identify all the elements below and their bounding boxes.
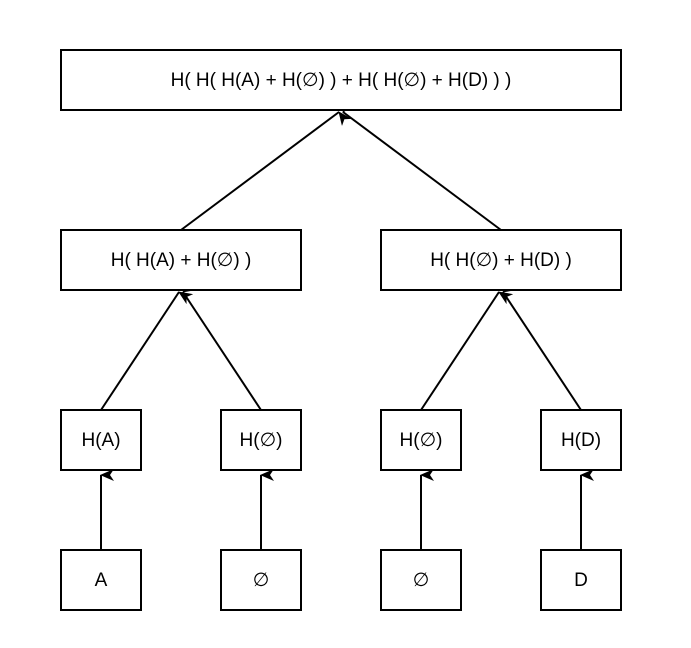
node-leaf-empty-1: ∅ xyxy=(220,549,302,611)
node-mid-right: H( H(∅) + H(D) ) xyxy=(380,229,622,291)
node-hash-d-label: H(D) xyxy=(561,430,601,451)
nodes-layer: H( H( H(A) + H(∅) ) + H( H(∅) + H(D) ) )… xyxy=(60,49,622,611)
node-hash-a: H(A) xyxy=(60,409,142,471)
node-leaf-a: A xyxy=(60,549,142,611)
node-hash-empty-1: H(∅) xyxy=(220,409,302,471)
node-hash-empty-2-label: H(∅) xyxy=(400,430,443,451)
node-mid-left-label: H( H(A) + H(∅) ) xyxy=(111,250,252,271)
node-root-label: H( H( H(A) + H(∅) ) + H( H(∅) + H(D) ) ) xyxy=(171,70,512,91)
edge-hash-a-to-mid-left xyxy=(100,291,194,411)
node-hash-empty-1-label: H(∅) xyxy=(240,430,283,451)
node-leaf-d: D xyxy=(540,549,622,611)
node-leaf-d-label: D xyxy=(574,570,588,591)
edge-mid-right-to-root xyxy=(342,97,502,231)
edge-mid-left-to-root xyxy=(180,111,352,231)
node-hash-empty-2: H(∅) xyxy=(380,409,462,471)
node-root: H( H( H(A) + H(∅) ) + H( H(∅) + H(D) ) ) xyxy=(60,49,622,111)
edge-hash-d-to-mid-right xyxy=(502,279,582,411)
node-leaf-empty-2: ∅ xyxy=(380,549,462,611)
node-hash-a-label: H(A) xyxy=(81,430,120,451)
node-leaf-empty-1-label: ∅ xyxy=(253,570,270,591)
node-mid-left: H( H(A) + H(∅) ) xyxy=(60,229,302,291)
edge-hash-empty-2-to-mid-right xyxy=(420,291,514,411)
node-leaf-empty-2-label: ∅ xyxy=(413,570,430,591)
edge-hash-empty-1-to-mid-left xyxy=(182,279,262,411)
node-mid-right-label: H( H(∅) + H(D) ) xyxy=(430,250,572,271)
node-hash-d: H(D) xyxy=(540,409,622,471)
node-leaf-a-label: A xyxy=(95,570,108,591)
edges-layer xyxy=(100,97,594,550)
